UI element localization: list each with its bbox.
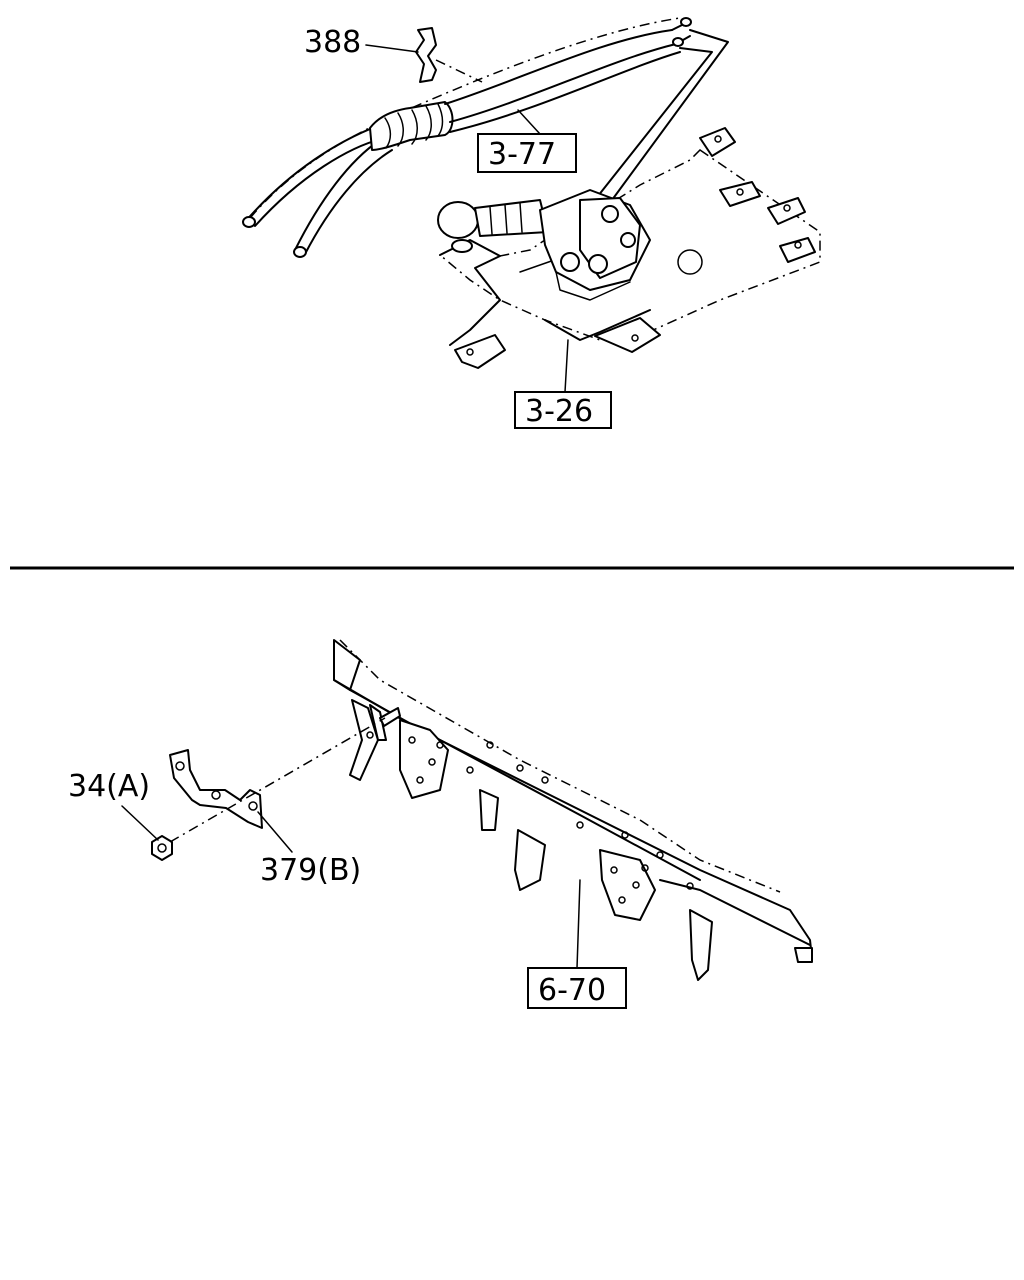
alignment-line [169, 717, 386, 843]
callout-3-26: 3-26 [525, 394, 593, 429]
hose-boot [369, 101, 454, 151]
callout-379b: 379(B) [260, 853, 361, 888]
bottom-assembly: 34(A) 379(B) 6-70 [68, 639, 813, 1009]
leader-34a [121, 805, 159, 841]
mounting-plate [438, 127, 821, 369]
clip-388 [365, 27, 483, 83]
bracket-379b [169, 749, 263, 829]
hose-bundle [242, 17, 729, 258]
callout-box-6-70 [527, 967, 627, 1009]
leader-3-26 [564, 339, 569, 393]
leader-6-70 [576, 879, 581, 969]
callout-box-3-26 [514, 391, 612, 429]
leader-379b [257, 811, 293, 853]
callout-388: 388 [304, 25, 361, 60]
top-assembly: 388 3-77 3-26 [242, 17, 821, 429]
callout-34a: 34(A) [68, 769, 150, 804]
nut-34a [151, 835, 173, 861]
callout-6-70: 6-70 [538, 973, 606, 1008]
leader-3-77 [517, 109, 541, 135]
callout-box-3-77 [477, 133, 577, 173]
valve-actuator [437, 189, 651, 301]
callout-3-77: 3-77 [488, 137, 556, 172]
frame-crossmember [333, 639, 813, 981]
